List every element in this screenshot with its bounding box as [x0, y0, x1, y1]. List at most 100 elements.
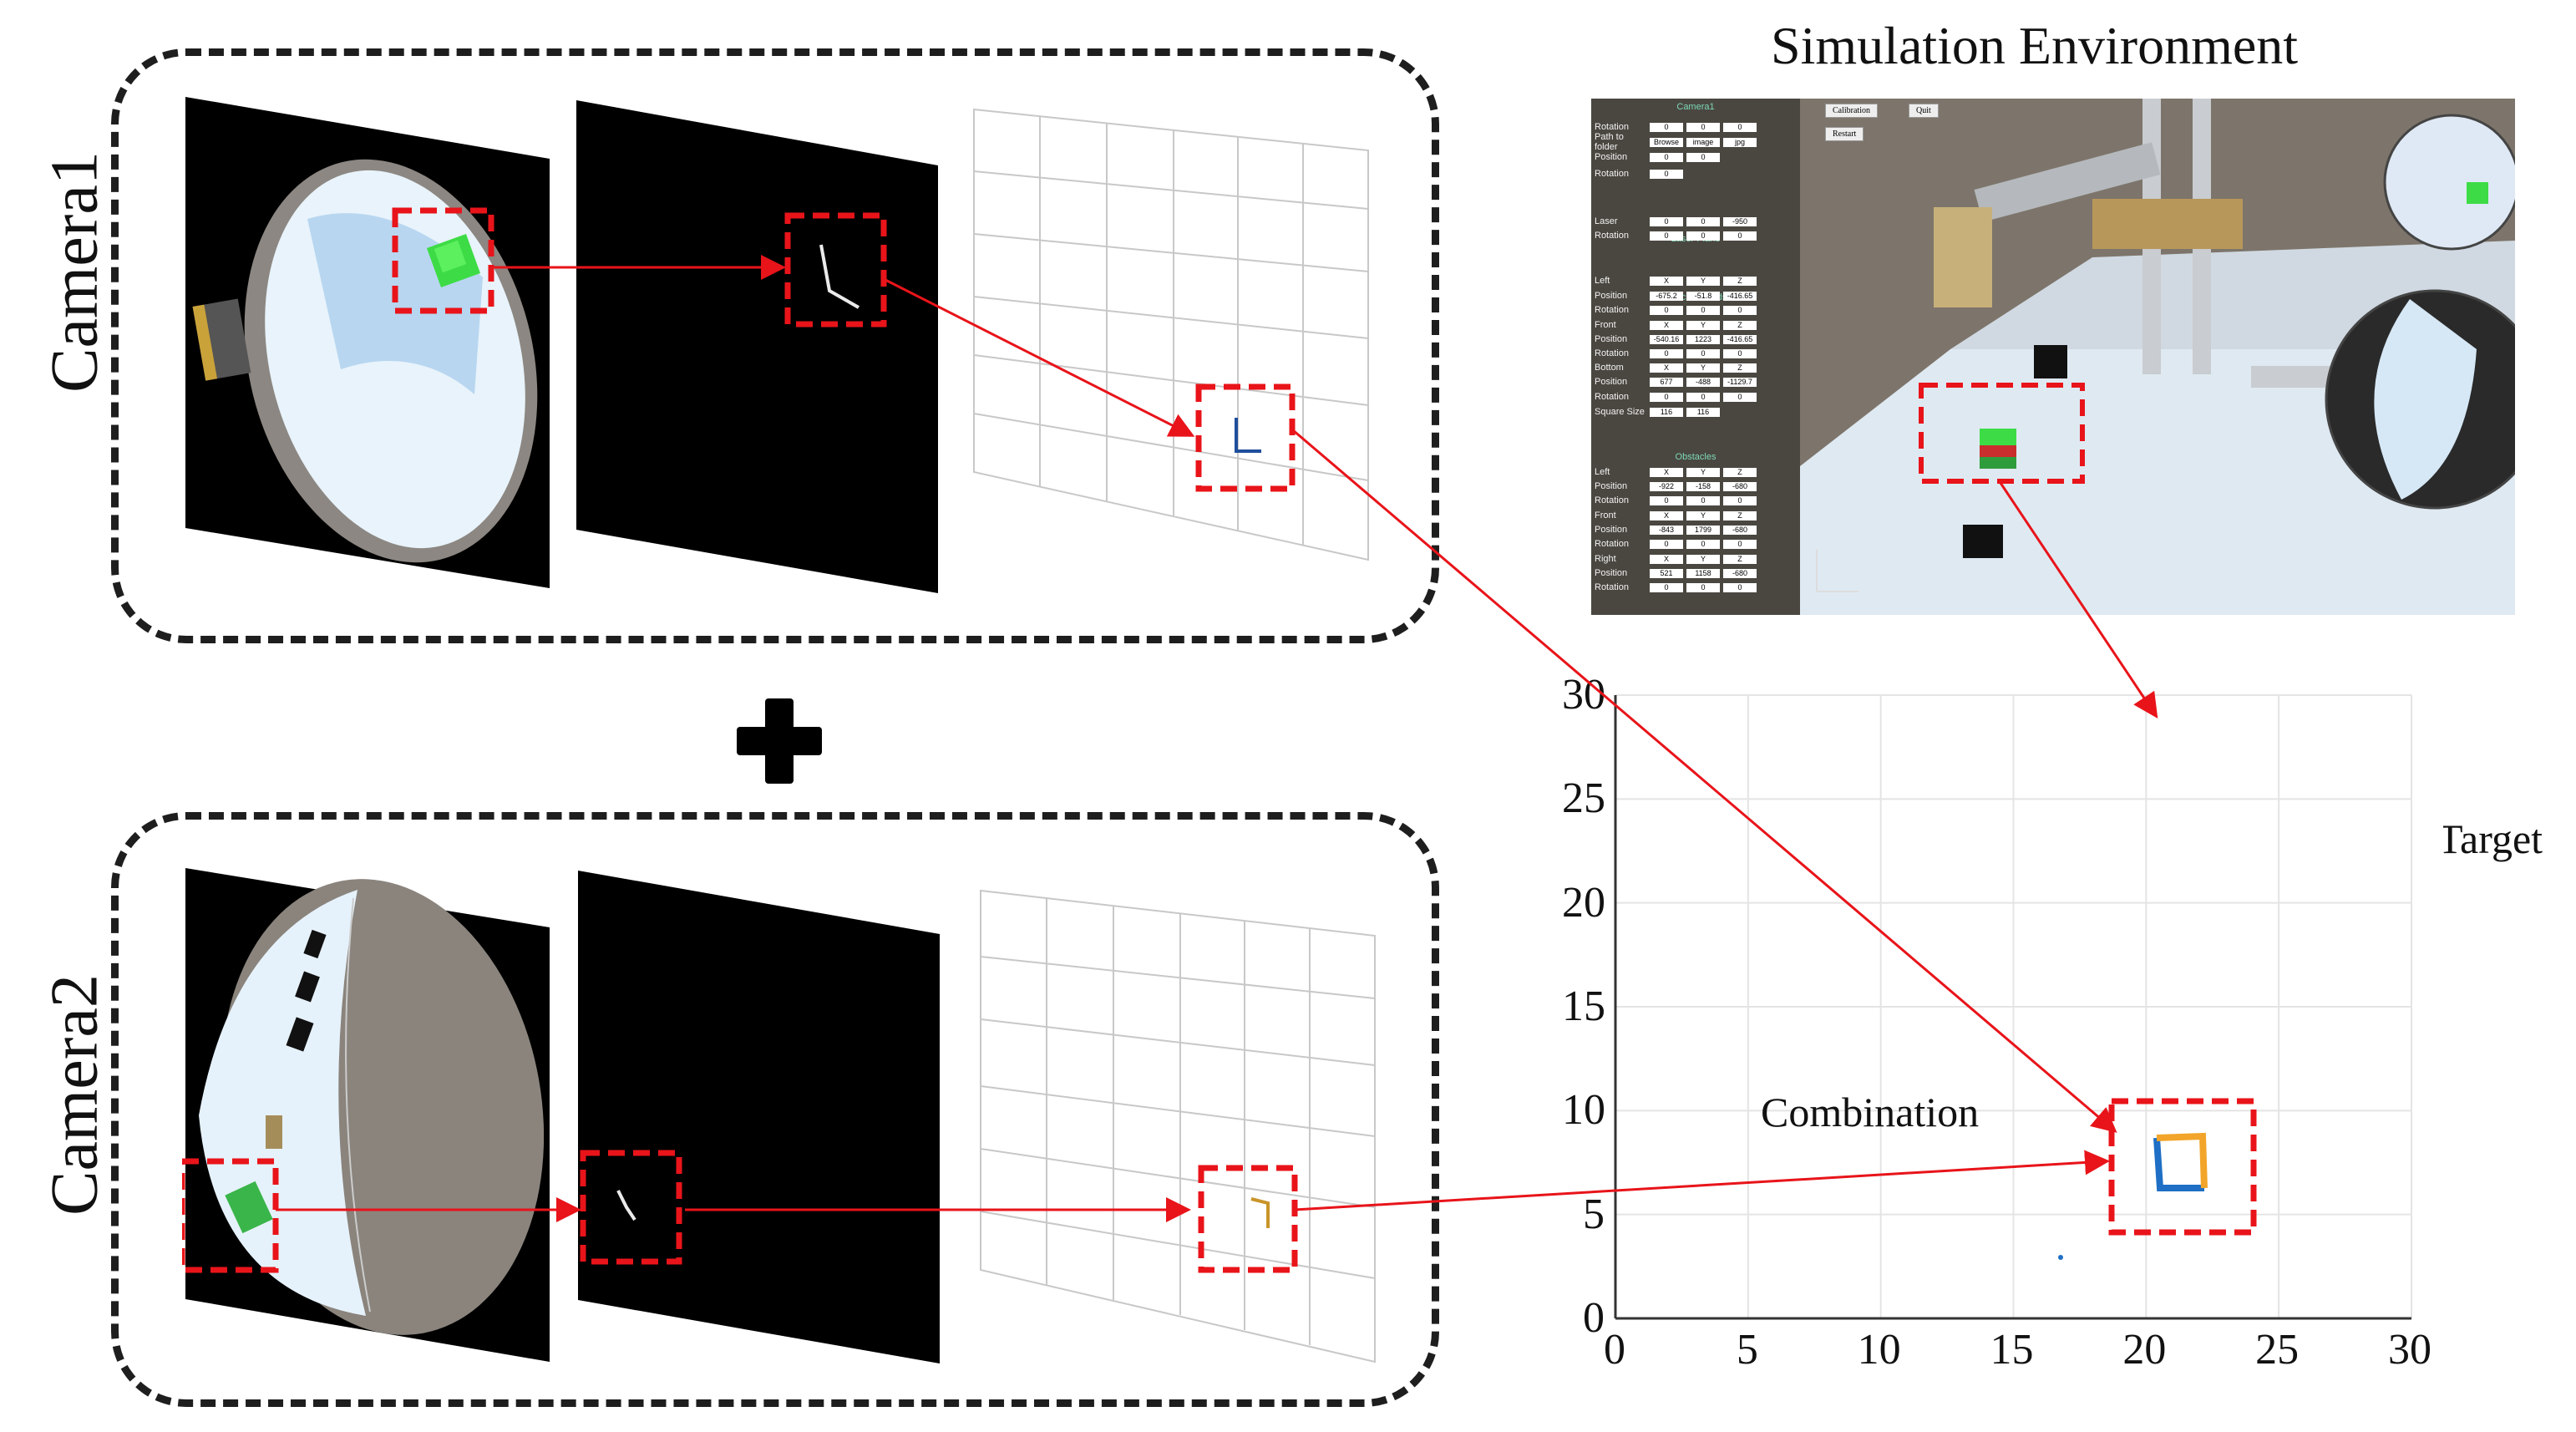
plus-icon [737, 698, 822, 784]
sim-value-field[interactable]: -1129.7 [1723, 377, 1757, 387]
camera1-label: Camera1 [38, 151, 112, 393]
sim-value-field[interactable]: Y [1686, 510, 1720, 520]
sim-value-field[interactable]: 521 [1650, 568, 1683, 578]
sim-value-field[interactable]: 0 [1723, 582, 1757, 592]
sim-value-field[interactable]: 0 [1650, 582, 1683, 592]
sim-value-field[interactable]: 0 [1723, 348, 1757, 358]
sim-value-field[interactable]: 0 [1723, 392, 1757, 402]
sim-value-field[interactable]: Z [1723, 467, 1757, 477]
sim-value-field[interactable]: 0 [1650, 231, 1683, 241]
sim-value-field[interactable]: 0 [1650, 216, 1683, 226]
sim-value-field[interactable]: 0 [1686, 348, 1720, 358]
sim-value-field[interactable]: Browse [1650, 137, 1683, 147]
sim-value-field[interactable]: 0 [1650, 122, 1683, 132]
sim-value-field[interactable]: -680 [1723, 481, 1757, 491]
sim-value-field[interactable]: Z [1723, 363, 1757, 373]
sim-value-field[interactable]: -680 [1723, 525, 1757, 535]
sim-value-field[interactable]: 0 [1723, 539, 1757, 549]
sim-value-field[interactable]: 0 [1686, 539, 1720, 549]
sim-value-field[interactable]: Y [1686, 320, 1720, 330]
sim-value-field[interactable]: Z [1723, 510, 1757, 520]
sim-value-field[interactable]: 0 [1723, 495, 1757, 505]
sim-value-field[interactable]: -843 [1650, 525, 1683, 535]
x-tick-label: 30 [2388, 1326, 2431, 1374]
sim-value-field[interactable]: X [1650, 363, 1683, 373]
sim-value-field[interactable]: 677 [1650, 377, 1683, 387]
sim-value-field[interactable]: 0 [1686, 305, 1720, 315]
sim-row-label: Front [1595, 320, 1616, 330]
sim-value-field[interactable]: -416.65 [1723, 291, 1757, 301]
sim-value-field[interactable]: 0 [1723, 122, 1757, 132]
sim-value-field[interactable]: 1158 [1686, 568, 1720, 578]
sim-value-field[interactable]: -950 [1723, 216, 1757, 226]
sim-value-field[interactable]: Y [1686, 467, 1720, 477]
sim-value-field[interactable]: X [1650, 510, 1683, 520]
sim-value-field[interactable]: 0 [1650, 539, 1683, 549]
sim-value-field[interactable]: Z [1723, 320, 1757, 330]
sim-value-field[interactable]: X [1650, 320, 1683, 330]
sim-row: Position-675.2-51.8-416.65 [1595, 290, 1757, 302]
sim-value-field[interactable]: -680 [1723, 568, 1757, 578]
sim-value-field[interactable]: 0 [1686, 122, 1720, 132]
sim-value-field[interactable]: Y [1686, 276, 1720, 286]
y-tick-label: 0 [1583, 1294, 1605, 1342]
quit-button[interactable]: Quit [1909, 104, 1939, 118]
sim-row-label: Position [1595, 334, 1628, 344]
sim-value-field[interactable]: Z [1723, 554, 1757, 564]
sim-value-field[interactable]: 0 [1723, 305, 1757, 315]
sim-value-field[interactable]: 0 [1686, 152, 1720, 162]
calibration-button[interactable]: Calibration [1825, 104, 1878, 118]
sim-value-field[interactable]: 0 [1650, 392, 1683, 402]
sim-value-field[interactable]: -922 [1650, 481, 1683, 491]
sim-value-field[interactable]: Y [1686, 363, 1720, 373]
y-tick-label: 25 [1562, 774, 1605, 823]
simulation-screenshot: Camera1 Laser Plane Checkerboards Obstac… [1591, 99, 2515, 615]
sim-value-field[interactable]: -416.65 [1723, 334, 1757, 344]
sim-value-field[interactable]: -51.8 [1686, 291, 1720, 301]
restart-button[interactable]: Restart [1825, 127, 1864, 141]
sim-value-field[interactable]: X [1650, 276, 1683, 286]
sim-value-field[interactable]: X [1650, 467, 1683, 477]
sim-value-field[interactable]: 0 [1686, 216, 1720, 226]
sim-value-field[interactable]: Z [1723, 276, 1757, 286]
sim-value-field[interactable]: 116 [1686, 407, 1720, 417]
sim-value-field[interactable]: 0 [1650, 169, 1683, 179]
sim-value-field[interactable]: jpg [1723, 137, 1757, 147]
simulation-green-cube [1980, 429, 2016, 469]
sim-value-field[interactable]: image [1686, 137, 1720, 147]
sim-value-field[interactable]: -675.2 [1650, 291, 1683, 301]
sim-row-label: Rotation [1595, 305, 1629, 315]
combination-label: Combination [1761, 1089, 1980, 1135]
sim-value-field[interactable]: 0 [1650, 152, 1683, 162]
sim-value-field[interactable]: 0 [1650, 495, 1683, 505]
sim-value-field[interactable]: 0 [1650, 305, 1683, 315]
sim-value-field[interactable]: -488 [1686, 377, 1720, 387]
y-tick-label: 10 [1562, 1086, 1605, 1135]
sim-value-field[interactable]: 116 [1650, 407, 1683, 417]
sim-value-field[interactable]: 0 [1686, 495, 1720, 505]
sim-row-label: Left [1595, 467, 1610, 477]
sim-value-field[interactable]: -158 [1686, 481, 1720, 491]
sim-value-field[interactable]: 0 [1650, 348, 1683, 358]
sim-value-field[interactable]: Y [1686, 554, 1720, 564]
sim-value-field[interactable]: 1799 [1686, 525, 1720, 535]
sim-row-label: Rotation [1595, 495, 1629, 505]
sim-value-field[interactable]: 0 [1686, 392, 1720, 402]
sim-value-field[interactable]: 0 [1686, 231, 1720, 241]
sim-value-field[interactable]: X [1650, 554, 1683, 564]
y-tick-label: 30 [1562, 671, 1605, 719]
sim-value-field[interactable]: 0 [1686, 582, 1720, 592]
sim-value-field[interactable]: 1223 [1686, 334, 1720, 344]
sim-value-field[interactable]: -540.16 [1650, 334, 1683, 344]
simulation-camera-title: Camera1 [1676, 102, 1715, 112]
sim-value-field[interactable]: 0 [1723, 231, 1757, 241]
